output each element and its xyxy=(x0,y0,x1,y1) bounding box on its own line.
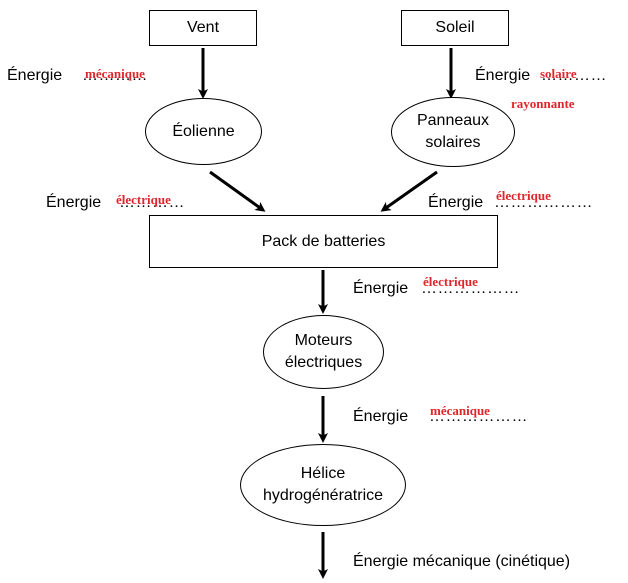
final-energy-label: Énergie mécanique (cinétique) xyxy=(353,553,571,570)
arrow-eolienne-to-batteries xyxy=(209,170,266,212)
converter-moteurs: Moteurs électriques xyxy=(263,315,384,389)
answer-batteries: électrique xyxy=(423,274,478,289)
answer-moteurs: mécanique xyxy=(430,403,490,418)
source-soleil: Soleil xyxy=(401,10,509,46)
energy-blank-eolienne: ………… xyxy=(119,194,185,211)
energy-blank-batteries: ……………… xyxy=(421,280,520,297)
converter-batteries-label: Pack de batteries xyxy=(261,232,386,250)
answer-soleil-2: rayonnante xyxy=(511,96,575,111)
source-soleil-label: Soleil xyxy=(435,19,475,36)
energy-blank-panneaux: ……………… xyxy=(494,194,593,211)
energy-label-moteurs: Énergie xyxy=(353,408,409,425)
answer-eolienne: électrique xyxy=(116,192,171,207)
converter-helice-label: Hélice hydrogénératrice xyxy=(262,465,384,504)
energy-blank-soleil: ………… xyxy=(541,67,607,84)
energy-label-panneaux: Énergie xyxy=(428,194,484,211)
energy-label-vent: Énergie xyxy=(7,67,63,84)
energy-blank-moteurs: ……………… xyxy=(429,408,528,425)
converter-panneaux: Panneaux solaires xyxy=(391,97,515,167)
converter-batteries: Pack de batteries xyxy=(149,215,498,268)
source-vent: Vent xyxy=(149,10,257,46)
energy-label-batteries: Énergie xyxy=(353,280,409,297)
energy-label-eolienne: Énergie xyxy=(46,194,102,211)
converter-eolienne: Éolienne xyxy=(145,98,262,165)
energy-blank-vent: ………… xyxy=(82,67,148,84)
answer-soleil-1: solaire xyxy=(540,66,577,81)
converter-eolienne-label: Éolienne xyxy=(172,122,235,140)
converter-panneaux-label: Panneaux solaires xyxy=(416,112,490,151)
answer-vent: mécanique xyxy=(85,66,145,81)
energy-label-soleil: Énergie xyxy=(475,67,531,84)
arrow-panneaux-to-batteries xyxy=(380,170,438,212)
converter-moteurs-label: Moteurs électriques xyxy=(284,332,363,371)
converter-helice: Hélice hydrogénératrice xyxy=(240,444,406,526)
source-vent-label: Vent xyxy=(186,19,220,36)
answer-panneaux: électrique xyxy=(496,188,551,203)
